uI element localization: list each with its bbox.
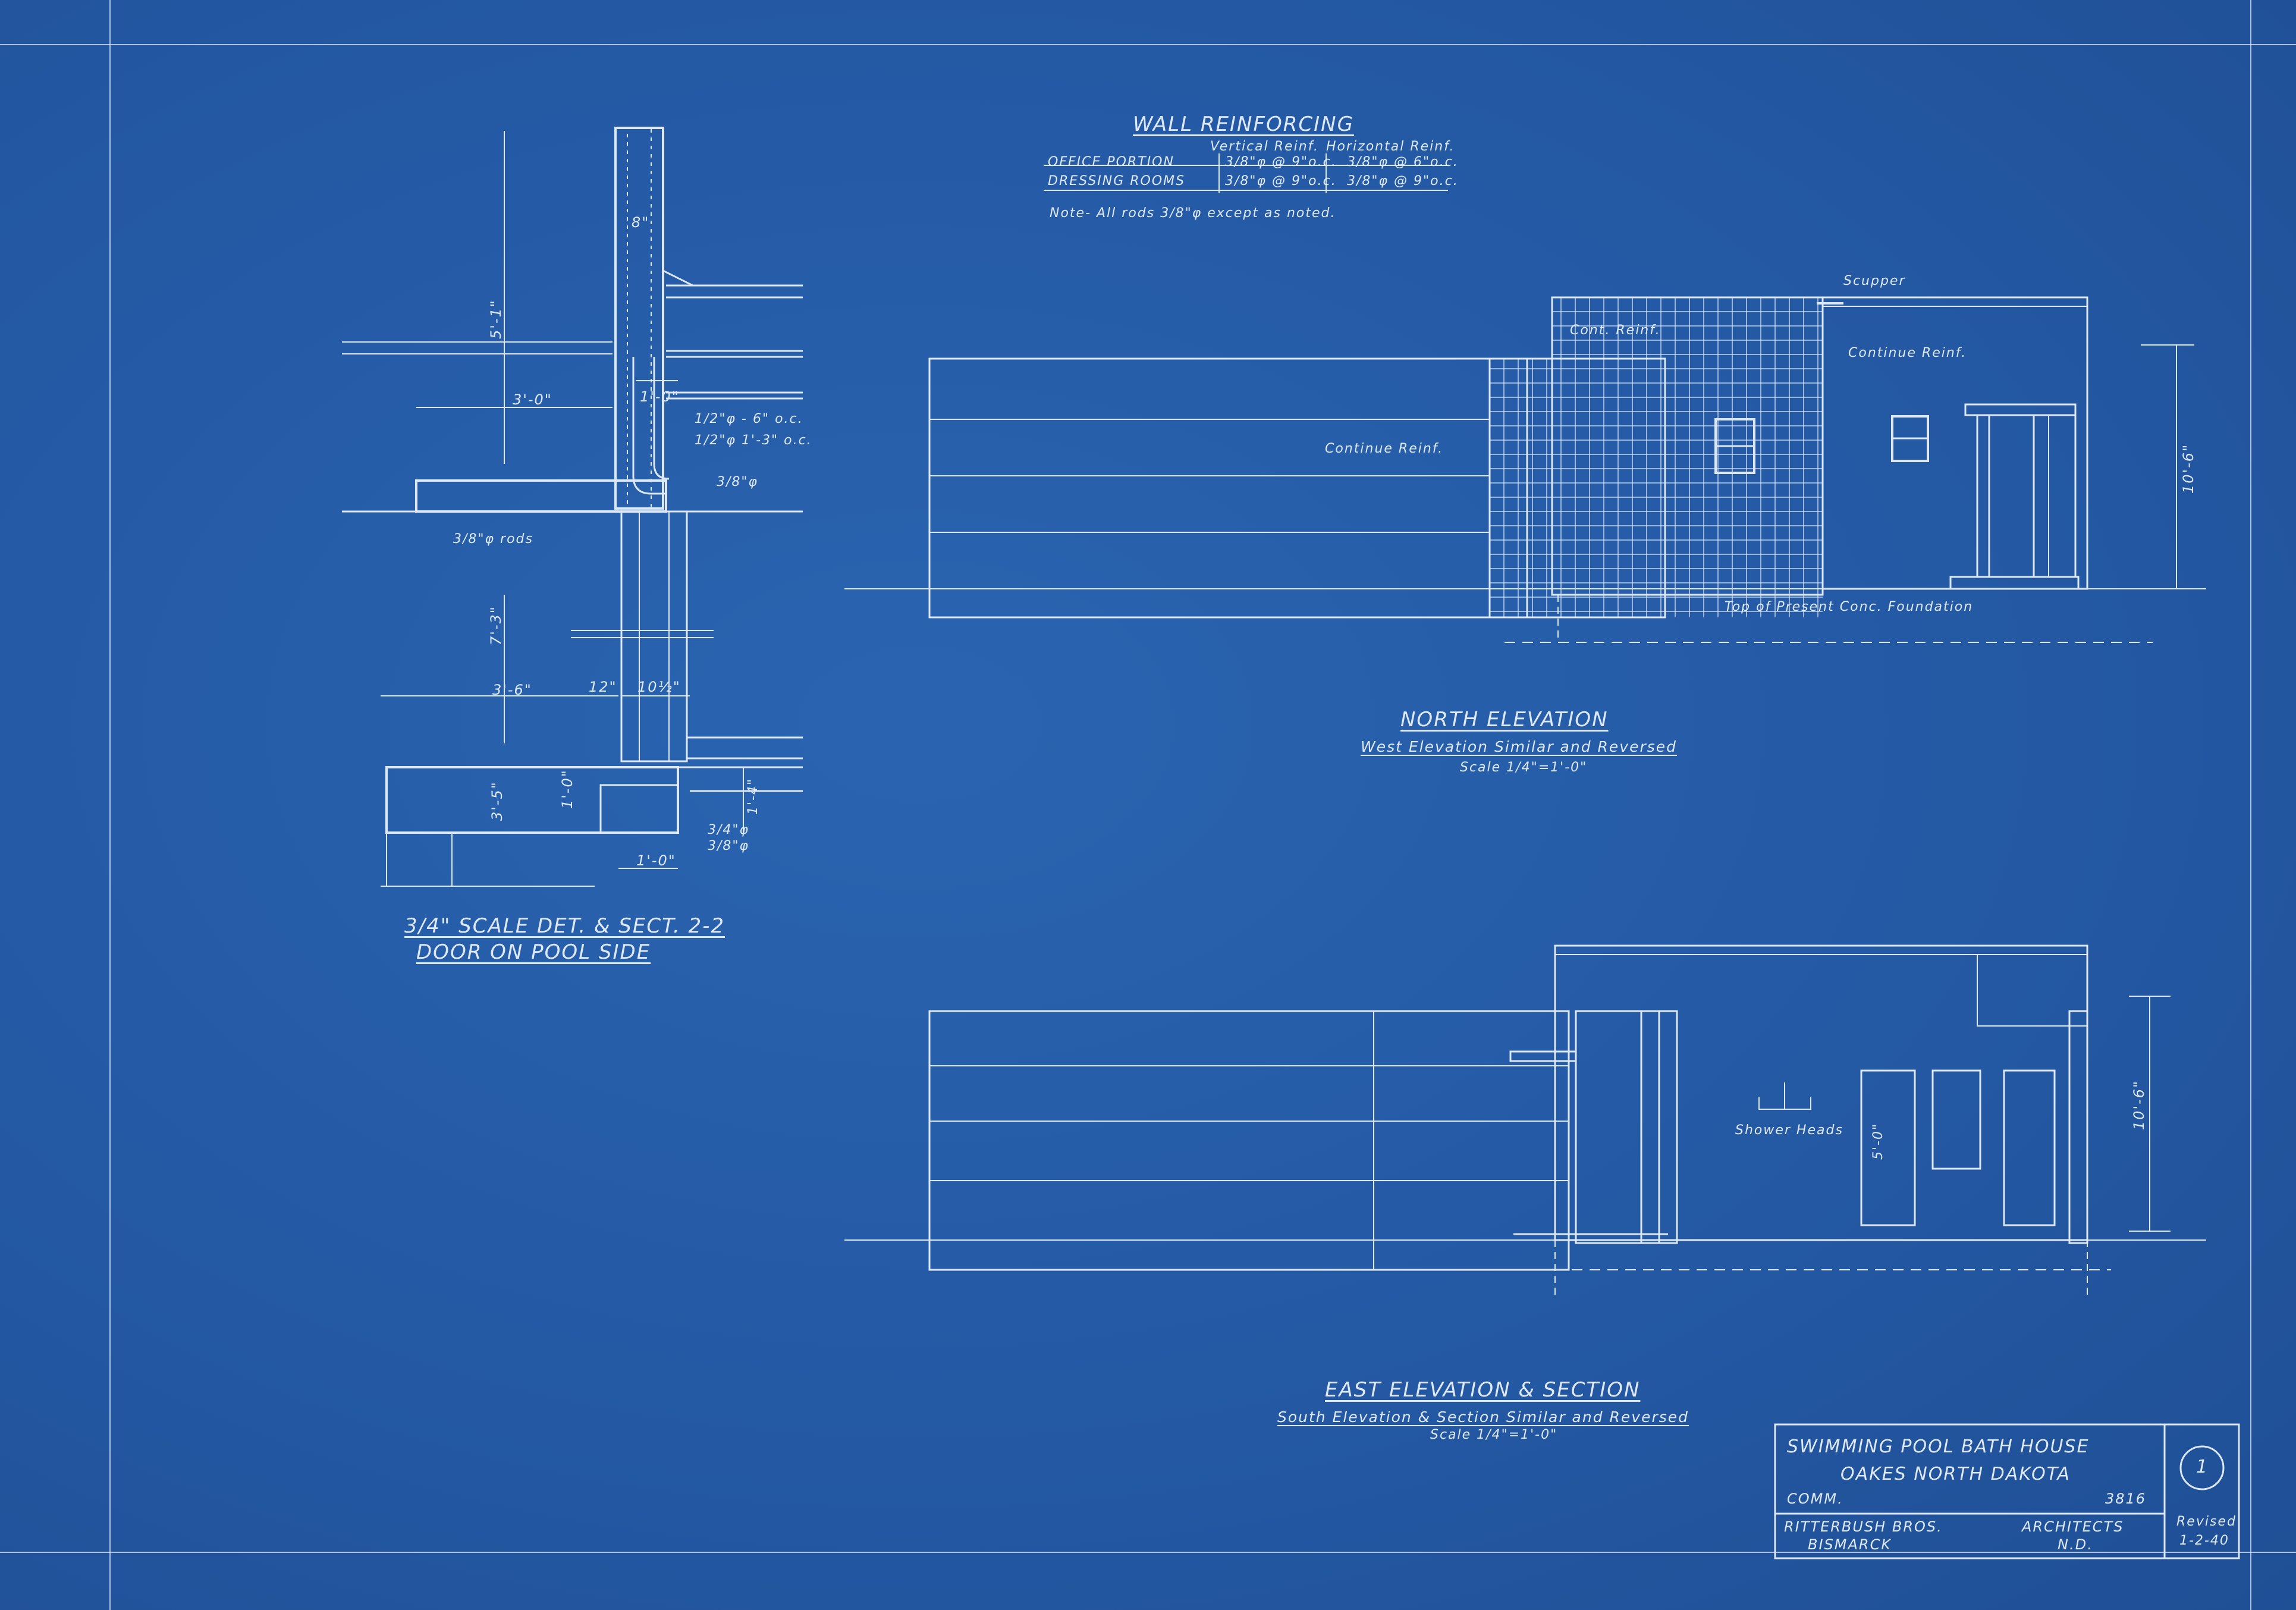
dim-3-6: 3'-6" <box>492 682 532 698</box>
bar-size-2: 3/8"φ <box>708 839 750 853</box>
firm-city: BISMARCK <box>1808 1536 1892 1553</box>
detail-section-drawing <box>342 127 803 887</box>
dim-3-5: 3'-5" <box>489 781 505 821</box>
east-elevation-scale: Scale 1/4"=1'-0" <box>1430 1427 1558 1442</box>
row-dressing-horizontal: 3/8"φ @ 9"o.c. <box>1347 174 1459 189</box>
dim-1-0-bot: 1'-0" <box>636 852 676 869</box>
east-height-dimension: 10'-6" <box>2131 1079 2147 1130</box>
row-office-label: OFFICE PORTION <box>1048 155 1174 170</box>
dim-5-1: 5'-1" <box>488 299 504 339</box>
dim-10-half: 10½" <box>637 679 681 695</box>
sheet-number: 1 <box>2196 1457 2209 1477</box>
continue-reinf-right-label: Continue Reinf. <box>1848 346 1967 360</box>
revised-date: 1-2-40 <box>2179 1533 2229 1548</box>
project-location: OAKES NORTH DAKOTA <box>1840 1464 2071 1485</box>
continue-reinf-left-label: Continue Reinf. <box>1325 441 1444 456</box>
east-elevation-drawing <box>844 944 2206 1297</box>
row-office-horizontal: 3/8"φ @ 6"o.c. <box>1347 155 1459 170</box>
north-elevation-subtitle: West Elevation Similar and Reversed <box>1361 738 1678 755</box>
dim-1-4: 1'-4" <box>746 777 761 815</box>
door-height-dimension: 5'-0" <box>1871 1122 1886 1160</box>
north-elevation-drawing <box>844 296 2206 643</box>
scupper-label: Scupper <box>1843 274 1906 288</box>
rods-note-1: 1/2"φ - 6" o.c. <box>695 412 803 426</box>
row-office-vertical: 3/8"φ @ 9"o.c. <box>1225 155 1337 170</box>
dim-3-8: 3/8"φ <box>717 475 759 489</box>
firm-state: N.D. <box>2058 1536 2093 1553</box>
rods-note-2: 1/2"φ 1'-3" o.c. <box>695 433 812 448</box>
row-dressing-label: DRESSING ROOMS <box>1048 174 1186 189</box>
firm-role: ARCHITECTS <box>2022 1518 2124 1535</box>
detail-title-2: DOOR ON POOL SIDE <box>416 940 651 964</box>
row-dressing-vertical: 3/8"φ @ 9"o.c. <box>1225 174 1337 189</box>
dim-3-0: 3'-0" <box>513 391 552 408</box>
dim-12: 12" <box>589 679 617 695</box>
horizontal-reinf-header: Horizontal Reinf. <box>1326 139 1455 154</box>
title-block-lines <box>1774 1423 2240 1559</box>
reinforcing-table-lines <box>1044 153 1448 193</box>
reinforcing-note: Note- All rods 3/8"φ except as noted. <box>1050 206 1336 221</box>
firm-name: RITTERBUSH BROS. <box>1784 1518 1943 1535</box>
east-elevation-subtitle: South Elevation & Section Similar and Re… <box>1277 1408 1689 1426</box>
wall-reinforcing-title: WALL REINFORCING <box>1133 112 1354 136</box>
dim-8: 8" <box>632 214 650 231</box>
north-elevation-scale: Scale 1/4"=1'-0" <box>1460 760 1588 775</box>
foundation-label: Top of Present Conc. Foundation <box>1725 600 1974 614</box>
dim-1-0-top: 1'-0" <box>640 388 680 405</box>
detail-title-1: 3/4" SCALE DET. & SECT. 2-2 <box>404 914 725 938</box>
comm-number: 3816 <box>2105 1490 2147 1507</box>
bar-size-1: 3/4"φ <box>708 823 750 837</box>
dim-7-3: 7'-3" <box>488 605 504 645</box>
dim-1-0-mid: 1'-0" <box>559 769 576 809</box>
project-name: SWIMMING POOL BATH HOUSE <box>1787 1436 2090 1457</box>
shower-heads-label: Shower Heads <box>1735 1123 1843 1138</box>
north-height-dimension: 10'-6" <box>2180 443 2197 494</box>
revised-label: Revised <box>2176 1514 2237 1529</box>
rods-label: 3/8"φ rods <box>453 532 533 547</box>
comm-label: COMM. <box>1787 1490 1843 1507</box>
north-elevation-title: NORTH ELEVATION <box>1400 708 1609 732</box>
east-elevation-title: EAST ELEVATION & SECTION <box>1325 1378 1641 1402</box>
vertical-reinf-header: Vertical Reinf. <box>1210 139 1319 154</box>
cont-reinf-label: Cont. Reinf. <box>1570 323 1661 338</box>
